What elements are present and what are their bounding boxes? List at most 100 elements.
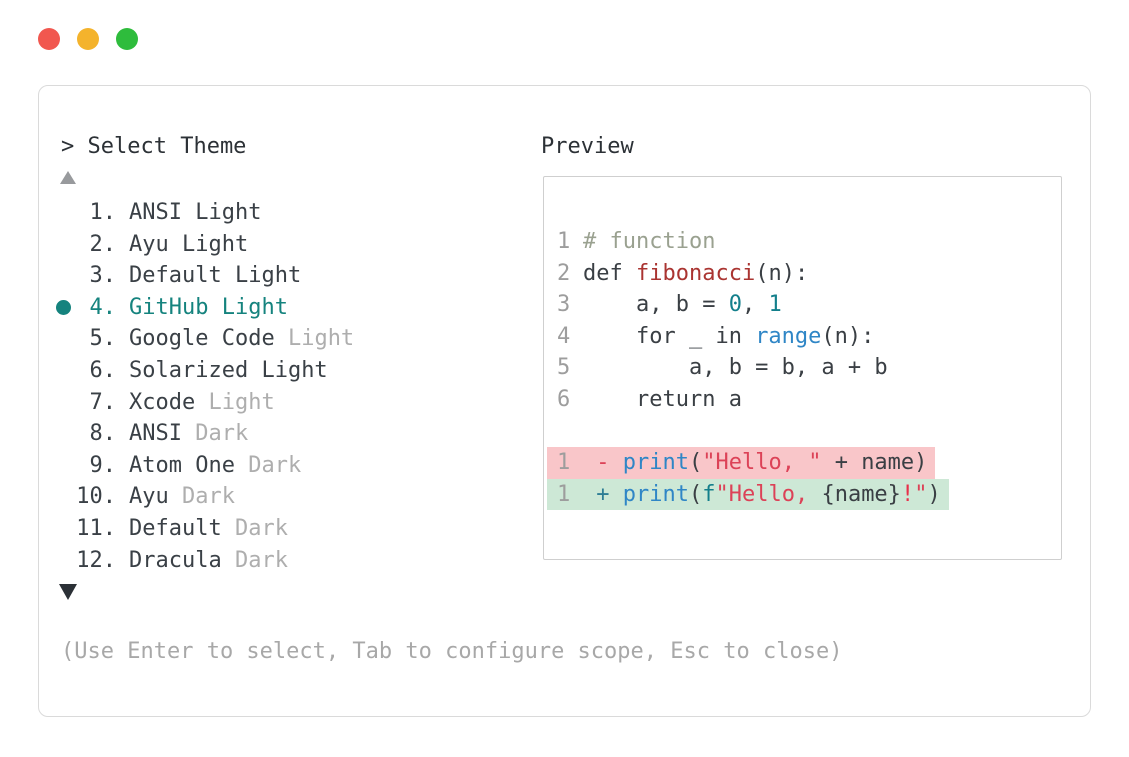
theme-number: 9. — [89, 452, 117, 478]
token-builtin: print — [622, 481, 689, 507]
token-code: ( — [688, 481, 703, 507]
theme-number: 4. — [89, 294, 117, 320]
token-code: , — [741, 292, 769, 318]
theme-number: 5. — [89, 326, 117, 352]
token-code: def — [583, 260, 636, 286]
code-line — [557, 416, 1061, 448]
theme-list-item[interactable]: 6. Solarized Light — [53, 355, 354, 387]
token-code — [583, 482, 596, 507]
code-line: 5 a, b = b, a + b — [557, 352, 1061, 384]
theme-number: 3. — [89, 263, 117, 289]
selected-bullet-icon — [56, 299, 71, 315]
theme-list-item[interactable]: 1.ANSI Light — [53, 197, 354, 229]
theme-variant: Dark — [234, 515, 288, 541]
token-code — [610, 450, 623, 475]
token-code: a, b = b, a + b — [583, 355, 888, 381]
theme-number: 12. — [76, 547, 116, 573]
token-diff-minus: - — [596, 450, 610, 476]
diff-line-add: 1 + print(f"Hello, {name}!") — [547, 478, 949, 511]
theme-variant: Light — [261, 357, 328, 383]
token-string: "Hello, " — [702, 450, 822, 476]
theme-list-item[interactable]: 10. Ayu Dark — [53, 481, 354, 513]
token-code: ( — [688, 450, 703, 476]
token-code: ) — [927, 481, 941, 507]
theme-name: Ayu — [129, 231, 182, 257]
theme-name: Ayu — [129, 484, 182, 510]
theme-name: Xcode — [129, 389, 209, 415]
theme-name: Google Code — [129, 326, 288, 352]
theme-variant: Dark — [248, 452, 302, 478]
theme-number: 10. — [76, 484, 116, 510]
line-number: 1 — [557, 450, 571, 476]
theme-variant: Light — [208, 389, 275, 415]
token-string: " — [914, 481, 928, 507]
token-number: 0 — [728, 292, 742, 318]
theme-number: 6. — [89, 357, 117, 383]
token-code — [610, 482, 623, 507]
theme-list-item[interactable]: 11. Default Dark — [53, 513, 354, 545]
theme-name: Solarized — [129, 357, 262, 383]
theme-name: Default — [129, 263, 235, 289]
theme-list-item[interactable]: 5.Google Code Light — [53, 323, 355, 355]
keyboard-hint-text: (Use Enter to select, Tab to configure s… — [61, 639, 843, 664]
token-fstring-prefix: f — [702, 481, 716, 507]
theme-variant: Light — [181, 231, 249, 257]
line-number: 2 — [557, 260, 571, 286]
theme-variant: Dark — [234, 547, 288, 573]
minimize-window-icon[interactable] — [77, 28, 99, 50]
theme-list-item[interactable]: 9. Atom One Dark — [53, 450, 354, 482]
line-number: 4 — [557, 323, 571, 349]
theme-variant: Light — [234, 263, 302, 289]
token-comment: # function — [583, 229, 716, 254]
window-controls — [38, 28, 138, 50]
theme-list-item[interactable]: 3. Default Light — [53, 260, 354, 292]
theme-name: ANSI — [129, 421, 196, 447]
scroll-down-icon[interactable] — [59, 584, 77, 600]
theme-number: 2. — [89, 231, 117, 257]
theme-variant: Light — [221, 294, 288, 320]
theme-number: 1. — [89, 200, 117, 225]
token-code: {name} — [821, 481, 901, 507]
theme-variant: Dark — [181, 484, 235, 510]
line-number: 3 — [557, 292, 571, 318]
theme-number: 7. — [89, 389, 117, 415]
token-builtin: range — [755, 323, 822, 349]
token-string: "Hello, — [715, 481, 822, 507]
token-code: (n): — [821, 323, 875, 349]
theme-list-item[interactable]: 7. Xcode Light — [53, 387, 354, 419]
token-code: (n): — [755, 260, 809, 286]
token-bang: ! — [900, 481, 915, 507]
token-code: return a — [583, 386, 742, 412]
theme-name: GitHub — [129, 294, 222, 320]
code-line: 4 for _ in range(n): — [557, 321, 1061, 353]
token-builtin: print — [622, 450, 689, 476]
zoom-window-icon[interactable] — [116, 28, 138, 50]
theme-variant: Dark — [195, 421, 249, 447]
token-code — [583, 450, 596, 475]
theme-list-item[interactable]: 4. GitHub Light — [53, 292, 354, 324]
select-theme-prompt: > Select Theme — [61, 134, 247, 159]
code-line: 3 a, b = 0, 1 — [557, 289, 1061, 321]
theme-name: Atom One — [129, 452, 249, 478]
theme-variant: Light — [195, 200, 262, 225]
theme-name: Default — [129, 515, 235, 541]
scroll-up-icon[interactable] — [60, 171, 76, 184]
theme-list-item[interactable]: 12. Dracula Dark — [53, 545, 354, 577]
theme-name: Dracula — [129, 547, 235, 573]
close-window-icon[interactable] — [38, 28, 60, 50]
theme-number: 11. — [76, 515, 116, 541]
theme-list-item[interactable]: 8. ANSI Dark — [53, 418, 354, 450]
preview-label: Preview — [541, 134, 634, 159]
theme-list-item[interactable]: 2. Ayu Light — [53, 229, 354, 261]
token-diff-plus: + — [596, 481, 610, 507]
code-line: 1 # function — [557, 226, 1061, 258]
line-number: 1 — [557, 229, 571, 254]
line-number: 1 — [557, 481, 571, 507]
theme-number: 8. — [89, 421, 117, 447]
token-number: 1 — [768, 292, 782, 318]
